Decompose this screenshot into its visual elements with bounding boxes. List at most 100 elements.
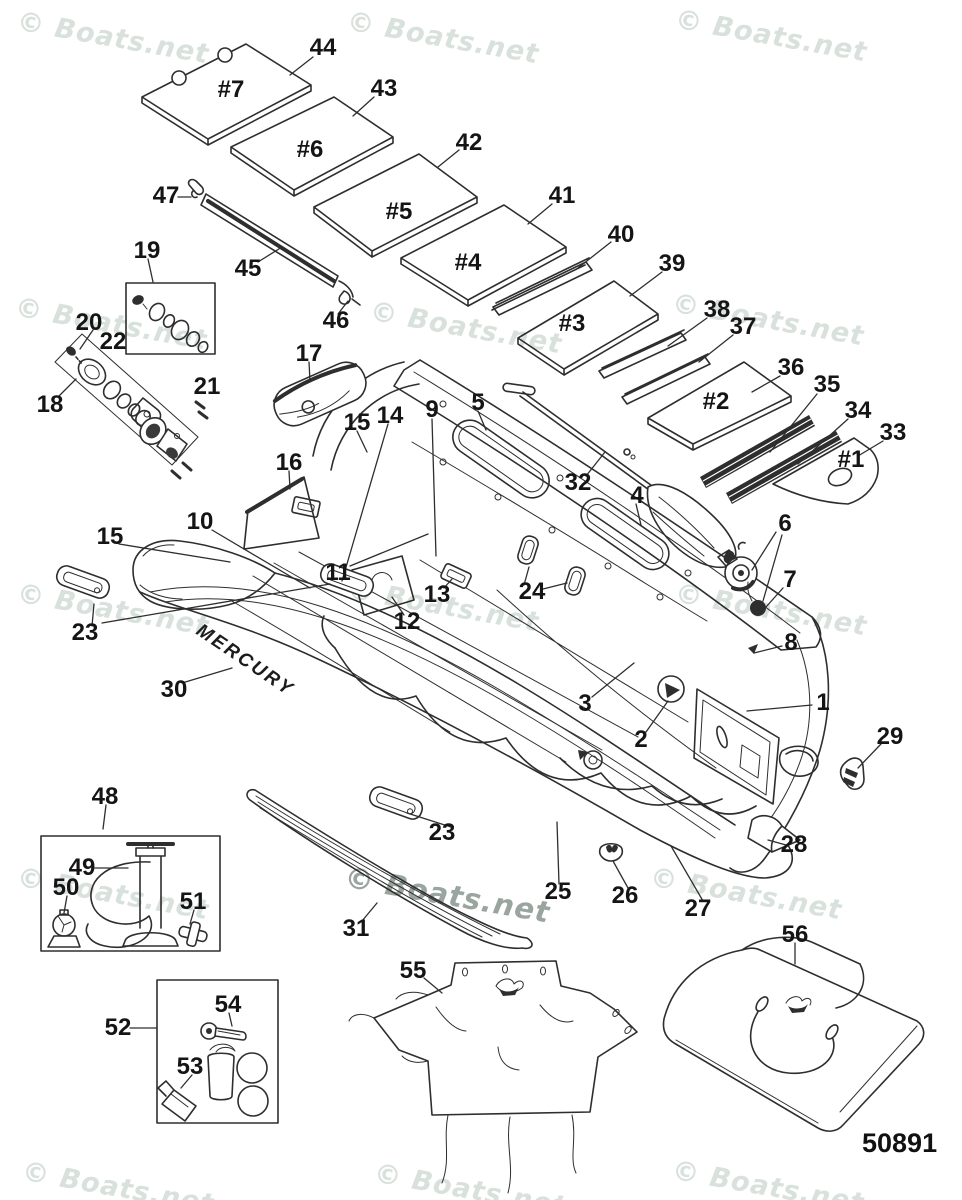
callout-28-51: 28: [780, 831, 808, 858]
wrench-tool-54: [200, 1022, 247, 1041]
valve-assembly-18: [54, 333, 209, 480]
callout-41-4: 41: [548, 182, 576, 209]
callout-40-5: 40: [607, 221, 635, 248]
far-tube-top-band: [393, 359, 822, 651]
oring-kit-box-19: [125, 282, 216, 355]
keel-guard-31: [246, 788, 533, 950]
callout-panel-7-13: #7: [217, 76, 245, 103]
floor-panel-6: [230, 96, 394, 197]
callout-12-39: 12: [393, 608, 421, 635]
callout-51-60: 51: [179, 888, 207, 915]
callout-panel-2-18: #2: [702, 388, 730, 415]
callout-leader-lines: [57, 56, 884, 1089]
boat-hull: [132, 361, 830, 879]
drawing-number: 50891: [862, 1128, 938, 1158]
callout-panel-3-17: #3: [558, 310, 586, 337]
callout-3-49: 3: [578, 690, 592, 717]
callout-33-12: 33: [879, 419, 907, 446]
callout-46-22: 46: [322, 307, 350, 334]
sealant-can: [207, 1043, 236, 1101]
clip-47: [187, 178, 205, 199]
callout-44-1: 44: [309, 34, 337, 61]
callout-5-33: 5: [471, 389, 485, 416]
callout-52-61: 52: [104, 1014, 132, 1041]
floor-panel-4: [400, 204, 567, 307]
callout-45-21: 45: [234, 255, 262, 282]
callout-16-29: 16: [275, 449, 303, 476]
floor-panel-1-bow: [772, 437, 879, 505]
callout-47-20: 47: [152, 182, 180, 209]
floor-fitting-2: [583, 675, 685, 770]
callout-20-24: 20: [75, 309, 103, 336]
callout-panel-1-19: #1: [837, 446, 865, 473]
callout-31-56: 31: [342, 915, 370, 942]
callout-56-65: 56: [781, 921, 809, 948]
pressure-gauge-50: [47, 909, 81, 948]
callout-panel-4-16: #4: [454, 249, 482, 276]
inflation-valve-6: [717, 541, 758, 592]
callout-17-28: 17: [295, 340, 323, 367]
callout-42-3: 42: [455, 129, 483, 156]
callout-38-7: 38: [703, 296, 731, 323]
callout-13-37: 13: [423, 581, 451, 608]
grab-handle-23-bow: [319, 563, 375, 597]
cleat-13: [440, 563, 472, 589]
callout-19-23: 19: [133, 237, 161, 264]
oarlock-slot-5: [452, 419, 550, 499]
callout-39-6: 39: [658, 250, 686, 277]
callout-4-35: 4: [630, 482, 644, 509]
callout-34-11: 34: [844, 397, 872, 424]
clip-29: [839, 757, 865, 790]
valve-cap-7: [747, 581, 766, 616]
callout-29-50: 29: [876, 723, 904, 750]
floor-panel-3: [517, 280, 659, 376]
callout-11-38: 11: [325, 559, 351, 586]
callout-15-30: 15: [343, 409, 371, 436]
callout-26-53: 26: [611, 882, 639, 909]
callout-15-41: 15: [96, 523, 124, 550]
repair-kit-box-52: [156, 979, 279, 1124]
callout-48-57: 48: [91, 783, 119, 810]
callout-18-26: 18: [36, 391, 64, 418]
callout-6-44: 6: [778, 510, 792, 537]
rail-end-46: [338, 280, 361, 306]
callout-43-2: 43: [370, 75, 398, 102]
callout-35-10: 35: [813, 371, 841, 398]
pad-24a: [517, 535, 539, 565]
side-rail-45: [187, 178, 361, 306]
callout-49-58: 49: [68, 854, 96, 881]
side-rail-34: [726, 431, 842, 504]
floor-panel-2: [647, 361, 792, 451]
grab-handle-23-loose: [55, 565, 111, 599]
callout-24-36: 24: [518, 578, 546, 605]
callout-21-27: 21: [193, 373, 221, 400]
patch-16: [243, 476, 320, 550]
callout-9-32: 9: [425, 396, 439, 423]
cleat-plate: [291, 496, 321, 518]
callout-54-62: 54: [214, 991, 242, 1018]
callout-25-54: 25: [544, 878, 572, 905]
side-rail-40: [491, 257, 593, 316]
carry-bag-flat-55: [348, 960, 638, 1194]
transom-drain-28: [747, 814, 801, 853]
callout-panel-5-15: #5: [385, 198, 413, 225]
callout-55-64: 55: [399, 957, 427, 984]
callout-panel-6-14: #6: [296, 136, 324, 163]
floor-panel-7: [141, 43, 312, 146]
callout-30-43: 30: [160, 676, 188, 703]
glue-tube-53: [157, 1080, 197, 1122]
valve-adapter-51: [178, 921, 208, 948]
callout-32-34: 32: [564, 469, 592, 496]
callout-53-63: 53: [176, 1053, 204, 1080]
repair-patch-circle: [236, 1052, 268, 1084]
pad-24b: [564, 566, 586, 596]
seat-cushion-17: [272, 361, 367, 427]
callout-23-55: 23: [428, 819, 456, 846]
oarlock-slot-4: [580, 497, 670, 571]
drain-fitting-26: [598, 842, 624, 862]
callout-14-31: 14: [376, 402, 404, 429]
callout-2-48: 2: [634, 726, 648, 753]
callout-50-59: 50: [52, 874, 80, 901]
